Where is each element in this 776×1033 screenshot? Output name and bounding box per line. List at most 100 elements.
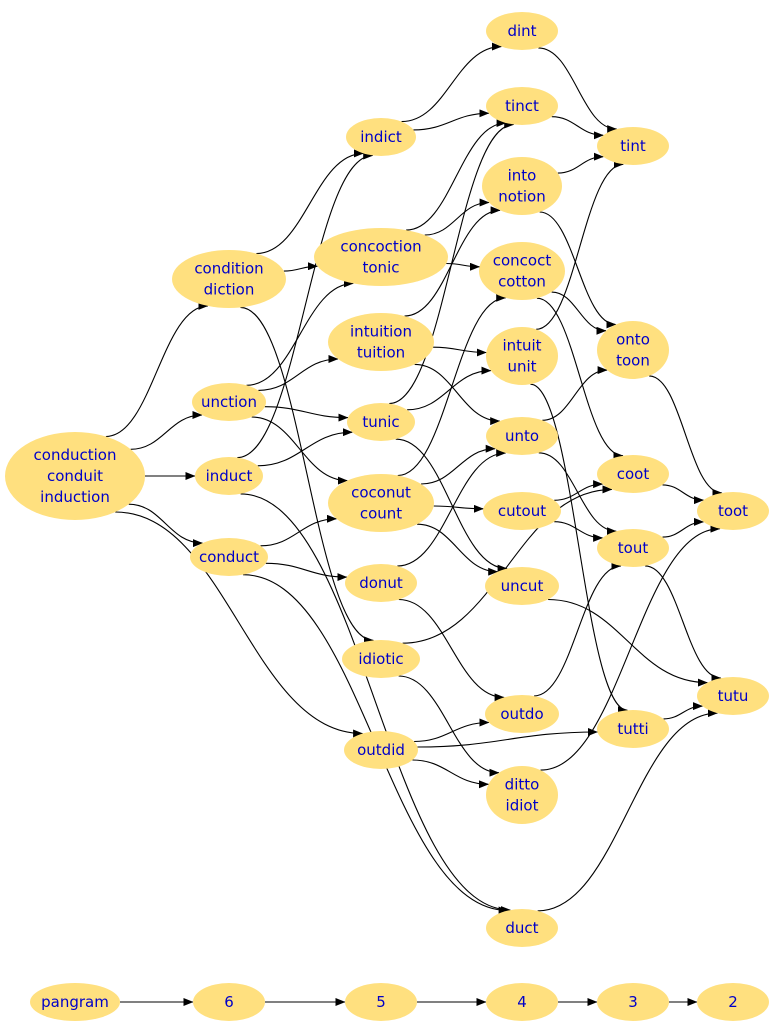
edge-coconut-to-concoct xyxy=(397,293,507,477)
edge-tunic-to-uncut xyxy=(395,438,508,573)
node-label-condition-1: diction xyxy=(204,281,255,299)
node-label-conduction-2: induction xyxy=(40,488,110,506)
edge-outdid-to-ditto xyxy=(412,759,489,789)
edge-induct-to-tunic xyxy=(257,428,353,467)
node-label-concoction-1: tonic xyxy=(363,259,400,277)
node-label-pangram-0: pangram xyxy=(41,993,109,1011)
edge-unction-to-intuition xyxy=(258,355,339,391)
node-label-conduct-0: conduct xyxy=(199,548,259,566)
node-label-conduction-1: conduit xyxy=(47,467,103,485)
nodes-layer: conductionconduitinductionconditiondicti… xyxy=(5,12,769,1021)
node-label-duct-0: duct xyxy=(505,919,538,937)
node-shape-ditto xyxy=(486,766,558,824)
edge-unction-to-tunic xyxy=(264,406,349,422)
node-shape-unction xyxy=(192,383,266,421)
edge-outdid-to-tutti xyxy=(417,728,598,748)
node-shape-onto xyxy=(597,321,669,379)
node-label-coconut-1: count xyxy=(360,505,402,523)
node-shape-unto xyxy=(486,417,558,455)
node-coconut: coconut count xyxy=(328,474,434,532)
edge-tunic-to-intuit xyxy=(407,366,492,411)
node-label-induct-0: induct xyxy=(206,467,253,485)
edge-coconut-to-uncut xyxy=(417,523,499,576)
edge-cutout-to-coot xyxy=(554,480,604,501)
edge-condition-to-idiotic xyxy=(240,306,374,645)
node-shape-cutout xyxy=(483,492,561,530)
edge-conduction-to-unction xyxy=(130,411,203,450)
node-shape-donut xyxy=(345,564,417,602)
node-shape-pangram xyxy=(30,983,120,1021)
edge-intuition-to-into xyxy=(404,206,501,317)
node-uncut: uncut xyxy=(485,567,559,605)
edge-concoction-to-into xyxy=(424,198,490,236)
node-outdo: outdo xyxy=(485,695,559,733)
edge-concoction-to-tinct xyxy=(406,119,507,231)
edge-unction-to-concoction xyxy=(246,279,354,386)
edge-into-to-tint xyxy=(557,152,604,174)
node-shape-conduction xyxy=(5,432,145,520)
node-shape-intuition xyxy=(328,313,434,371)
edge-outdid-to-outdo xyxy=(414,718,490,743)
edge-concoct-to-onto xyxy=(551,291,607,335)
node-label-n4-0: 4 xyxy=(517,993,527,1011)
node-toot: toot xyxy=(697,492,769,530)
node-shape-induct xyxy=(195,457,263,495)
node-tutu: tutu xyxy=(697,677,769,715)
node-label-indict-0: indict xyxy=(360,128,402,146)
edge-tutti-to-tutu xyxy=(663,702,703,720)
node-unction: unction xyxy=(192,383,266,421)
node-shape-n3 xyxy=(597,983,669,1021)
node-label-n6-0: 6 xyxy=(224,993,234,1011)
edge-coot-to-toot xyxy=(662,484,704,505)
node-shape-tout xyxy=(597,529,669,567)
node-label-into-0: into xyxy=(508,167,537,185)
node-shape-into xyxy=(482,157,562,215)
node-label-ditto-0: ditto xyxy=(505,776,540,794)
node-indict: indict xyxy=(346,118,416,156)
node-label-uncut-0: uncut xyxy=(501,577,544,595)
node-label-intuit-1: unit xyxy=(507,358,536,376)
node-cutout: cutout xyxy=(483,492,561,530)
node-shape-coconut xyxy=(328,474,434,532)
node-label-condition-0: condition xyxy=(194,260,263,278)
node-n5: 5 xyxy=(345,983,417,1021)
node-label-n5-0: 5 xyxy=(376,993,386,1011)
edge-dint-to-tint xyxy=(538,47,618,134)
edge-donut-to-unto xyxy=(397,449,507,567)
node-label-tout-0: tout xyxy=(618,539,649,557)
node-coot: coot xyxy=(597,455,669,493)
node-ditto: ditto idiot xyxy=(486,766,558,824)
node-tout: tout xyxy=(597,529,669,567)
edge-induct-to-duct xyxy=(240,493,511,914)
edge-tout-to-toot xyxy=(662,517,704,538)
edge-intuition-to-intuit xyxy=(433,346,487,357)
node-label-unto-0: unto xyxy=(505,427,539,445)
node-shape-intuit xyxy=(486,327,558,385)
node-tutti: tutti xyxy=(597,710,669,748)
edge-unto-to-tout xyxy=(538,452,617,536)
edge-duct-to-tutu xyxy=(537,709,718,912)
edge-conduction-to-conduct xyxy=(128,503,203,548)
node-label-idiotic-0: idiotic xyxy=(358,650,403,668)
edge-idiotic-to-coot xyxy=(402,485,613,644)
node-label-onto-1: toon xyxy=(616,352,650,370)
node-shape-dint xyxy=(486,12,558,50)
node-label-ditto-1: idiot xyxy=(506,797,539,815)
node-label-n2-0: 2 xyxy=(728,993,738,1011)
node-duct: duct xyxy=(486,909,558,947)
node-label-donut-0: donut xyxy=(359,574,403,592)
edge-unction-to-coconut xyxy=(251,416,348,485)
node-label-coconut-0: coconut xyxy=(351,484,411,502)
node-label-n3-0: 3 xyxy=(628,993,638,1011)
edge-tinct-to-tint xyxy=(551,116,604,140)
node-label-unction-0: unction xyxy=(201,393,257,411)
edge-indict-to-tinct xyxy=(413,109,490,131)
edge-concoction-to-concoct xyxy=(446,262,480,271)
edge-intuition-to-unto xyxy=(414,363,501,426)
edge-tunic-to-tinct xyxy=(389,120,515,405)
